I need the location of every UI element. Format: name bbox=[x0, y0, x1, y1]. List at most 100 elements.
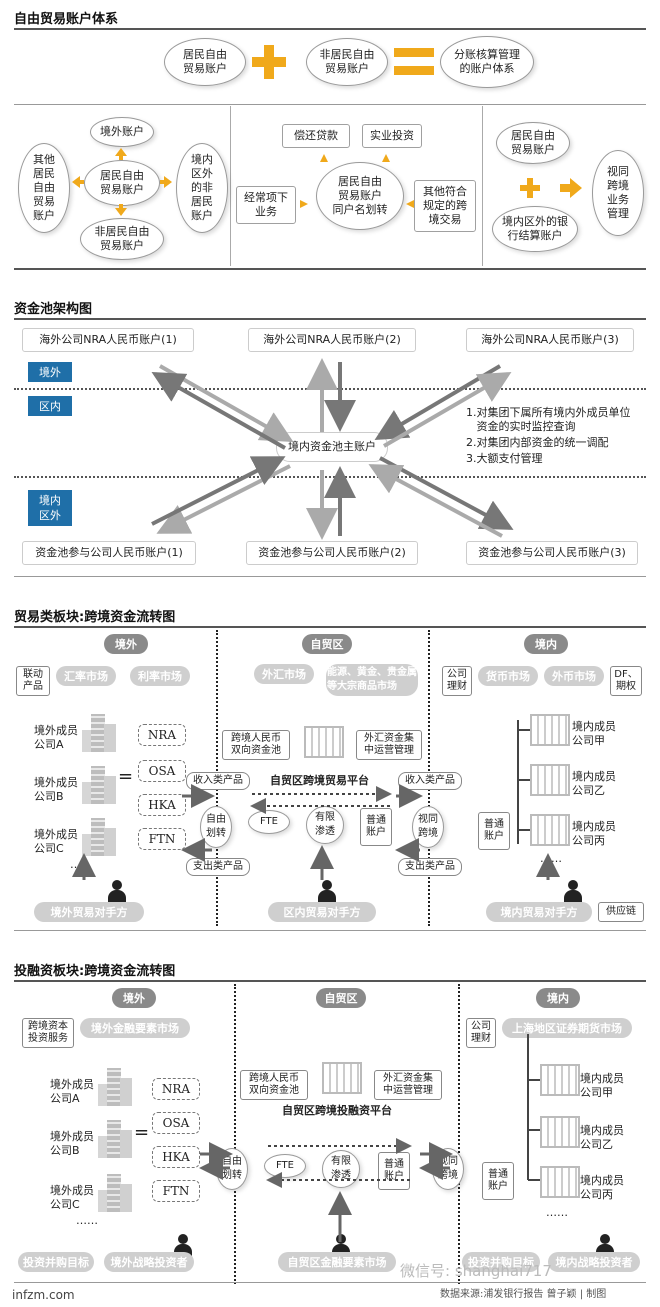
divider-line bbox=[14, 104, 646, 105]
rmb-pool: 跨境人民币 双向资金池 bbox=[222, 730, 290, 760]
office-icon bbox=[540, 1116, 580, 1148]
person-icon bbox=[108, 880, 126, 902]
equals-sign: = bbox=[118, 766, 134, 787]
industrial-investment: 实业投资 bbox=[362, 124, 422, 148]
section-rule bbox=[14, 626, 646, 628]
expense-products-right: 支出类产品 bbox=[398, 858, 462, 876]
domestic-nonresident-accounts: 境内 区外 的非 居民 账户 bbox=[176, 143, 228, 233]
zone-domestic: 境内 bbox=[536, 988, 580, 1008]
person-icon bbox=[564, 880, 582, 902]
section-title-cash-pool: 资金池架构图 bbox=[14, 302, 93, 317]
building-icon bbox=[82, 714, 116, 752]
office-icon bbox=[530, 714, 570, 746]
account-ftn: FTN bbox=[138, 828, 186, 850]
offshore-account: 境外账户 bbox=[90, 117, 154, 147]
current-account-business: 经常项下 业务 bbox=[236, 186, 296, 224]
tag-offshore: 境外 bbox=[28, 362, 72, 382]
section-rule bbox=[14, 980, 646, 982]
section-rule bbox=[14, 318, 646, 320]
fx-central-ops: 外汇资金集 中运营管理 bbox=[356, 730, 422, 760]
nra-account-3: 海外公司NRA人民币账户(3) bbox=[466, 328, 634, 352]
zone-counterparty: 区内贸易对手方 bbox=[268, 902, 376, 922]
shanghai-securities-market: 上海地区证券期货市场 bbox=[502, 1018, 632, 1038]
equals-icon bbox=[394, 48, 434, 76]
supply-chain: 供应链 bbox=[598, 902, 644, 922]
office-icon bbox=[530, 814, 570, 846]
section-title-investment: 投融资板块:跨境资金流转图 bbox=[14, 964, 176, 979]
section-title-accounts: 自由贸易账户体系 bbox=[14, 12, 119, 27]
resident-ft-account-right: 居民自由 贸易账户 bbox=[496, 122, 570, 164]
investment-target-offshore: 投资并购目标 bbox=[18, 1252, 94, 1272]
offshore-company-b: 境外成员 公司B bbox=[50, 1130, 94, 1157]
df-options: DF、 期权 bbox=[610, 666, 642, 696]
normal-account-domestic: 普通 账户 bbox=[478, 812, 510, 850]
investment-target-domestic: 投资并购目标 bbox=[462, 1252, 540, 1272]
plus-icon bbox=[520, 178, 540, 198]
left-panel-arrows bbox=[72, 148, 172, 216]
domestic-company-yi: 境内成员 公司乙 bbox=[572, 770, 616, 797]
office-icon bbox=[540, 1064, 580, 1096]
section-title-trade: 贸易类板块:跨境资金流转图 bbox=[14, 610, 176, 625]
offshore-counterparty: 境外贸易对手方 bbox=[34, 902, 144, 922]
arrow-right-icon bbox=[560, 178, 582, 198]
building-icon bbox=[82, 818, 116, 856]
normal-account: 普通 账户 bbox=[378, 1152, 410, 1190]
fx-central-ops: 外汇资金集 中运营管理 bbox=[374, 1070, 442, 1100]
offshore-company-c: 境外成员 公司C bbox=[50, 1184, 94, 1211]
same-name-transfer: 居民自由 贸易账户 同户名划转 bbox=[316, 162, 404, 230]
divider-line bbox=[14, 1282, 646, 1283]
fx-market-ftz: 外汇市场 bbox=[254, 664, 314, 684]
offshore-financial-market: 境外金融要素市场 bbox=[80, 1018, 190, 1038]
trade-platform: 自贸区跨境贸易平台 bbox=[270, 774, 369, 787]
other-resident-accounts: 其他 居民 自由 贸易 账户 bbox=[18, 143, 70, 233]
rate-market: 利率市场 bbox=[130, 666, 190, 686]
corporate-wealth: 公司 理财 bbox=[466, 1018, 496, 1048]
account-ftn: FTN bbox=[152, 1180, 200, 1202]
ellipsis: …… bbox=[76, 1214, 98, 1227]
money-market: 货币市场 bbox=[478, 666, 538, 686]
account-hka: HKA bbox=[138, 794, 186, 816]
nra-account-2: 海外公司NRA人民币账户(2) bbox=[248, 328, 416, 352]
free-transfer: 自由 划转 bbox=[200, 806, 232, 848]
treated-as-cross-border: 视同 跨境 业务 管理 bbox=[592, 150, 644, 236]
member-account-2: 资金池参与公司人民币账户(2) bbox=[246, 541, 418, 565]
office-icon bbox=[540, 1166, 580, 1198]
limited-penetration: 有限 渗透 bbox=[306, 806, 344, 844]
linked-products: 联动 产品 bbox=[16, 666, 50, 696]
offshore-strategic-investor: 境外战略投资者 bbox=[104, 1252, 194, 1272]
loan-repayment: 偿还贷款 bbox=[282, 124, 350, 148]
building-icon bbox=[98, 1120, 132, 1158]
section-rule bbox=[14, 268, 646, 270]
bank-building-icon bbox=[322, 1062, 362, 1094]
main-pool-account: 境内资金池主账户 bbox=[276, 432, 388, 462]
zone-offshore: 境外 bbox=[104, 634, 148, 654]
panel-divider bbox=[482, 106, 483, 266]
domestic-company-bing: 境内成员 公司丙 bbox=[572, 820, 616, 847]
domestic-company-yi: 境内成员 公司乙 bbox=[580, 1124, 624, 1151]
tag-domestic: 境内 区外 bbox=[28, 490, 72, 526]
trade-flow-arrows bbox=[72, 720, 560, 880]
limited-penetration: 有限 渗透 bbox=[322, 1150, 360, 1188]
offshore-company-a: 境外成员 公司A bbox=[34, 724, 78, 751]
resident-ft-account: 居民自由 贸易账户 bbox=[164, 38, 246, 86]
investment-flow-arrows bbox=[199, 1034, 540, 1242]
zone-divider bbox=[234, 984, 236, 1284]
account-hka: HKA bbox=[152, 1146, 200, 1168]
separate-accounting-system: 分账核算管理 的账户体系 bbox=[440, 36, 534, 88]
zone-divider bbox=[458, 984, 460, 1284]
domestic-strategic-investor: 境内战略投资者 bbox=[548, 1252, 640, 1272]
zone-ftz: 自贸区 bbox=[316, 988, 366, 1008]
site-logo[interactable]: infzm.com bbox=[12, 1288, 75, 1302]
cross-border-capital-service: 跨境资本 投资服务 bbox=[22, 1018, 74, 1048]
member-account-1: 资金池参与公司人民币账户(1) bbox=[22, 541, 196, 565]
building-icon bbox=[98, 1174, 132, 1212]
account-nra: NRA bbox=[138, 724, 186, 746]
nonresident-ft-account-down: 非居民自由 贸易账户 bbox=[80, 218, 164, 260]
domestic-company-jia: 境内成员 公司甲 bbox=[572, 720, 616, 747]
equals-sign: = bbox=[134, 1122, 150, 1143]
mid-panel-arrows bbox=[300, 154, 414, 208]
divider-line bbox=[14, 930, 646, 931]
person-icon bbox=[318, 880, 336, 902]
expense-products-left: 支出类产品 bbox=[186, 858, 250, 876]
domestic-counterparty: 境内贸易对手方 bbox=[486, 902, 592, 922]
